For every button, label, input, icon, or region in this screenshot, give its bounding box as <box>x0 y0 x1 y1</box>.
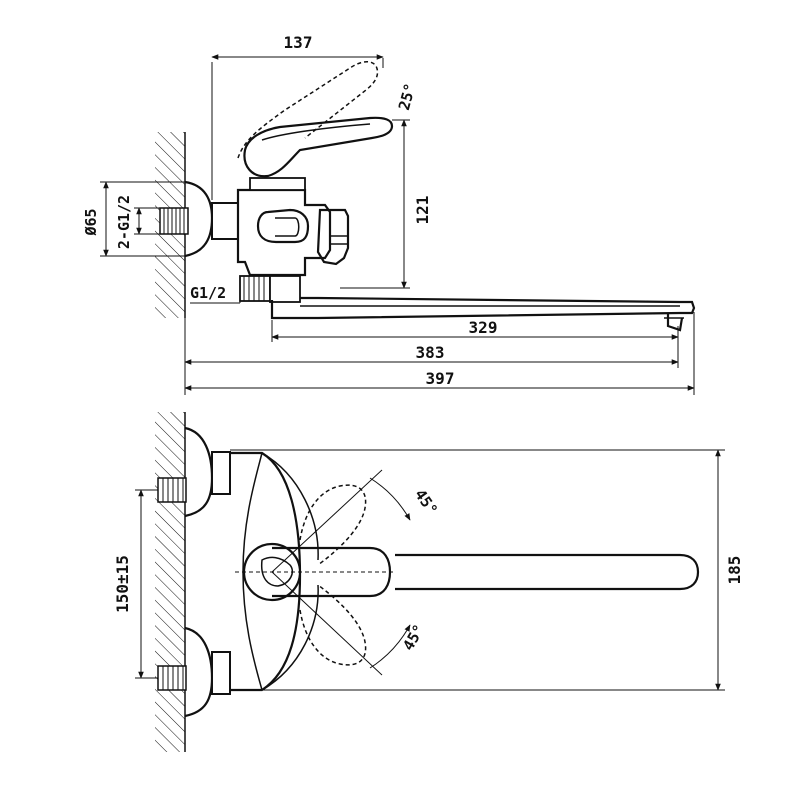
top-view: 45° 45° 185 150±15 <box>113 412 744 752</box>
lever-raised-dashed <box>237 61 379 159</box>
dim-329-label: 329 <box>469 318 498 337</box>
diverter-knob-side <box>316 208 350 266</box>
mixer-body-side <box>236 177 332 277</box>
dim-383-label: 383 <box>416 343 445 362</box>
dim-383: 383 <box>184 318 679 395</box>
dim-137-label: 137 <box>284 33 313 52</box>
escutcheon-side <box>184 180 214 258</box>
dim-121-label: 121 <box>413 196 432 225</box>
outlet-thread-label: G1/2 <box>190 284 226 302</box>
dim-397-label: 397 <box>426 369 455 388</box>
dim-329: 329 <box>271 318 679 342</box>
lever-side <box>243 116 394 178</box>
dim-diameter: Ø65 2-G1/2 <box>82 181 185 257</box>
escutcheon-top-lower <box>157 626 231 718</box>
dim-185: 185 <box>230 449 744 691</box>
dim-150-label: 150±15 <box>113 555 132 613</box>
eccentric-connector <box>211 202 239 240</box>
lever-spout-top <box>235 542 700 602</box>
wall-top <box>155 412 186 752</box>
dim-121: 121 <box>340 119 432 289</box>
rotation-lower-label: 45° <box>399 621 428 653</box>
escutcheon-top-upper <box>157 426 231 518</box>
dim-outlet-thread: G1/2 <box>190 282 271 304</box>
side-view: 137 25° 121 Ø65 2-G1/2 G1/2 <box>82 33 696 395</box>
dim-inlet-thread-label: 2-G1/2 <box>115 195 133 249</box>
rotation-upper-label: 45° <box>411 486 441 519</box>
lever-rotated-down-dashed <box>299 584 367 666</box>
dim-150: 150±15 <box>113 489 158 679</box>
lever-rotated-up-dashed <box>299 484 367 566</box>
spout-side <box>270 296 696 332</box>
dim-397: 397 <box>184 312 695 395</box>
lever-angle-label: 25° <box>395 81 419 112</box>
inlet-thread-side <box>159 207 189 235</box>
dim-diameter-label: Ø65 <box>82 208 100 236</box>
dim-185-label: 185 <box>725 556 744 585</box>
dim-137: 137 <box>211 33 384 200</box>
